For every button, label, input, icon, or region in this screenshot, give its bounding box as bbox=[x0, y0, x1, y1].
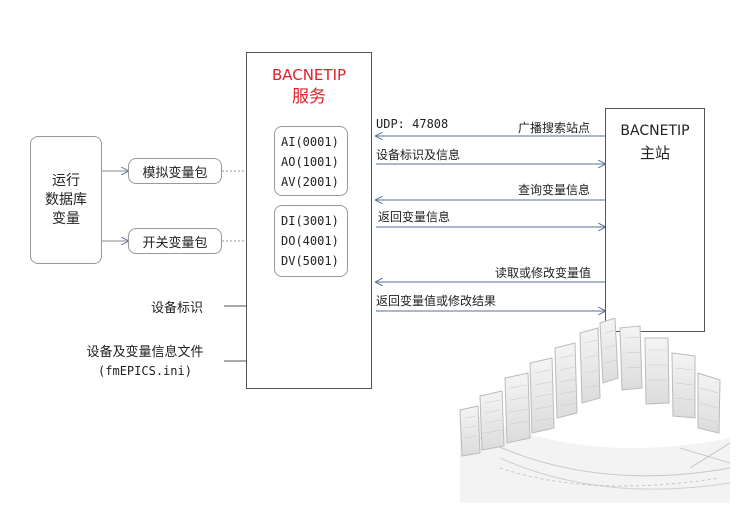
msg-return-result: 返回变量值或修改结果 bbox=[376, 294, 497, 308]
config-file-label: 设备及变量信息文件 (fmEPICS.ini) bbox=[70, 344, 220, 380]
runtime-db-variables-box: 运行 数据库 变量 bbox=[30, 136, 102, 264]
master-title-line1: BACNETIP bbox=[620, 123, 690, 139]
msg-query: 查询变量信息 bbox=[518, 183, 591, 197]
switch-package-label: 开关变量包 bbox=[142, 235, 208, 251]
config-file-line1: 设备及变量信息文件 bbox=[86, 345, 204, 360]
point-av: AV(2001) bbox=[281, 175, 339, 189]
point-ao: AO(1001) bbox=[281, 155, 339, 169]
device-id-label: 设备标识 bbox=[151, 301, 204, 316]
msg-device-info: 设备标识及信息 bbox=[376, 148, 461, 162]
server-title-line2: 服务 bbox=[292, 87, 326, 107]
server-title-line1: BACNETIP bbox=[271, 66, 347, 84]
bacnetip-master-box: BACNETIP 主站 bbox=[605, 108, 705, 332]
analog-package-label: 模拟变量包 bbox=[142, 165, 208, 181]
point-do: DO(4001) bbox=[281, 234, 339, 248]
msg-udp-port: UDP: 47808 bbox=[376, 117, 449, 131]
db-line-1: 运行 bbox=[52, 172, 80, 189]
analog-points-group: AI(0001) AO(1001) AV(2001) bbox=[274, 126, 348, 196]
msg-read-modify: 读取或修改变量值 bbox=[495, 266, 592, 280]
msg-return-info: 返回变量信息 bbox=[378, 210, 451, 224]
building-illustration bbox=[459, 318, 731, 503]
switch-package-box: 开关变量包 bbox=[128, 228, 222, 254]
digital-points-group: DI(3001) DO(4001) DV(5001) bbox=[274, 205, 348, 277]
msg-broadcast: 广播搜索站点 bbox=[518, 121, 591, 135]
db-line-2: 数据库 bbox=[45, 191, 87, 208]
point-ai: AI(0001) bbox=[281, 135, 339, 149]
master-title-line2: 主站 bbox=[639, 144, 670, 162]
point-di: DI(3001) bbox=[281, 214, 339, 228]
point-dv: DV(5001) bbox=[281, 254, 339, 268]
db-line-3: 变量 bbox=[52, 210, 80, 227]
config-file-line2: (fmEPICS.ini) bbox=[98, 364, 192, 378]
analog-package-box: 模拟变量包 bbox=[128, 158, 222, 184]
